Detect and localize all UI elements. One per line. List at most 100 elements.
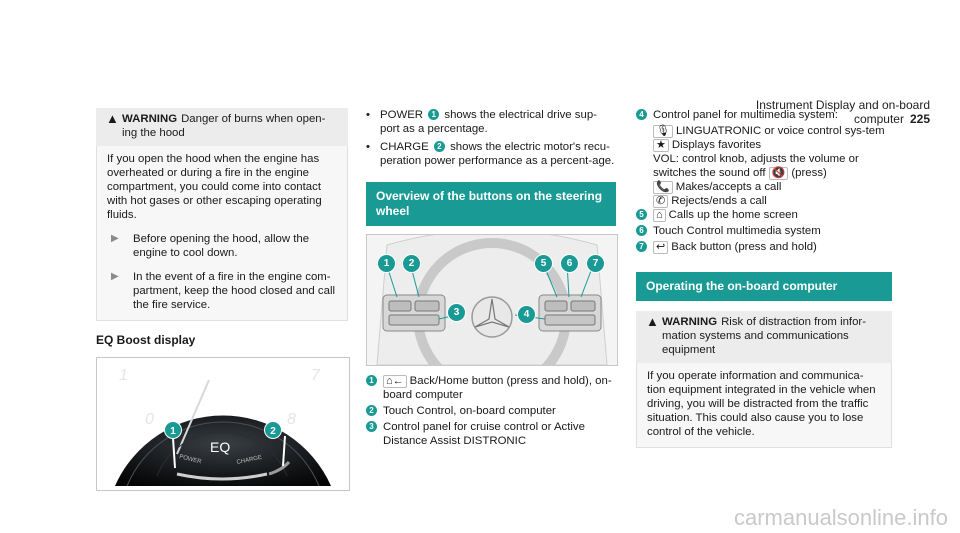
legend-number: 7 [636,241,647,252]
section-title-steering-overview: Overview of the buttons on the steering … [366,182,616,226]
warning-text: If you operate information and communica… [647,370,876,438]
column-2: • POWER 1 shows the electrical drive sup… [366,108,618,450]
warning-label: WARNING [122,113,178,125]
step-arrow-icon: ▶ [111,233,119,244]
steering-wheel-image: 1 2 3 4 5 6 7 [366,234,618,366]
eq-boost-gauge-image: 1 7 0 8 EQ POWER CHARGE 1 2 [96,357,350,491]
subline-text: Displays favorites [671,139,762,151]
legend-item: 7 ↩Back button (press and hold) [636,240,892,254]
gauge-needle [176,379,210,455]
section-title-eq-boost: EQ Boost display [96,333,196,347]
gauge-charge-label: CHARGE [236,455,262,466]
home-icon: ⌂ [653,209,666,222]
legend-number: 6 [636,225,647,236]
step-arrow-icon: ▶ [111,271,119,282]
right-control-panel [538,294,602,332]
bullet-term: POWER [380,109,424,121]
legend-number: 2 [366,405,377,416]
legend-item: 3 Control panel for cruise control or Ac… [366,420,616,448]
warning-body: If you open the hood when the engine has… [96,146,348,321]
legend-text: Touch Control multimedia system [653,225,821,237]
section-title-operating: Operating the on-board computer [636,272,892,301]
legend-number: 1 [366,375,377,386]
gauge-callout-2: 2 [270,426,276,437]
gauge-tick-7: 7 [311,367,321,384]
wheel-svg [367,235,617,365]
warning-body: If you operate information and communica… [636,363,892,448]
page-number: 225 [909,112,930,126]
warning-title: Risk of distraction from infor-mation sy… [662,316,867,356]
mercedes-star-icon [471,296,513,338]
legend-subline: 🎙LINGUATRONIC or voice control sys-tem [653,124,892,138]
subline-text: LINGUATRONIC or voice control sys-tem [675,125,885,137]
bullet-dot-icon: • [366,141,370,153]
legend-sublines: 🎙LINGUATRONIC or voice control sys-tem ★… [636,124,892,208]
wheel-callout-6: 6 [560,254,579,273]
bullet-text: shows the electric motor's recu-peration… [380,141,615,167]
legend-text: Back/Home button (press and hold), on-bo… [383,375,612,401]
legend-text: Control panel for multimedia system: [653,109,838,121]
warning-text: If you open the hood when the engine has… [107,153,322,221]
legend-number: 3 [366,421,377,432]
warning-triangle-icon: ▲ [646,314,659,329]
gauge-power-label: POWER [179,454,203,465]
legend-subline: VOL: control knob, adjusts the volume or… [653,152,892,180]
gauge-callout-1: 1 [170,426,176,437]
gauge-eq-logo: EQ [210,439,230,455]
column-3: 4 Control panel for multimedia system: 🎙… [636,108,892,448]
legend-item: 5 ⌂Calls up the home screen [636,208,892,222]
wheel-legend-4-7: 4 Control panel for multimedia system: 🎙… [636,108,892,254]
legend-subline: ✆Rejects/ends a call [653,194,892,208]
callout-number: 2 [433,141,445,153]
gauge-tick-8: 8 [287,411,296,428]
step-text: Before opening the hood, allow the engin… [133,233,310,259]
warning-label: WARNING [662,316,718,328]
phone-reject-icon: ✆ [653,195,669,208]
legend-subline: ★Displays favorites [653,138,892,152]
watermark-site: carmanualsonline.info [733,505,948,530]
mute-icon: 🔇 [768,167,789,180]
bullet-term: CHARGE [380,141,429,153]
legend-number: 5 [636,209,647,220]
page-header: Instrument Display and on-board computer… [700,98,930,126]
warning-step: ▶ In the event of a fire in the engine c… [107,270,337,312]
wheel-callout-2: 2 [402,254,421,273]
callout-number: 1 [428,109,440,121]
legend-item: 1 ⌂←Back/Home button (press and hold), o… [366,374,616,402]
subline-text: Makes/accepts a call [675,181,782,193]
left-control-panel [382,294,446,332]
subline-text: Rejects/ends a call [671,195,767,207]
legend-text: Control panel for cruise control or Acti… [383,421,585,447]
wheel-callout-1: 1 [377,254,396,273]
back-home-icon: ⌂← [383,375,407,388]
warning-triangle-icon: ▲ [106,111,119,126]
subline-text: VOL: control knob, adjusts the volume or… [653,153,859,179]
legend-text: Back button (press and hold) [671,241,817,253]
legend-item: 4 Control panel for multimedia system: [636,108,892,122]
favorites-star-icon: ★ [653,139,669,152]
bullet-dot-icon: • [366,109,370,121]
step-text: In the event of a fire in the engine com… [133,271,336,311]
bullet-text: shows the electrical drive sup-port as a… [380,109,597,135]
phone-accept-icon: 📞 [653,181,673,194]
gauge-tick-1: 1 [119,367,128,384]
legend-number: 4 [636,109,647,120]
wheel-callout-4: 4 [517,305,536,324]
power-charge-bullets: • POWER 1 shows the electrical drive sup… [366,108,616,168]
mute-tail: (press) [791,167,827,179]
gauge-svg: 1 7 0 8 EQ POWER CHARGE 1 2 [101,362,345,487]
back-icon: ↩ [653,241,669,254]
wheel-callout-7: 7 [586,254,605,273]
legend-item: 2 Touch Control, on-board computer [366,404,616,418]
warning-step: ▶ Before opening the hood, allow the eng… [107,232,337,260]
header-title: Instrument Display and on-board computer [755,98,930,126]
wheel-legend-1-3: 1 ⌂←Back/Home button (press and hold), o… [366,374,616,448]
legend-subline: 📞Makes/accepts a call [653,180,892,194]
wheel-callout-3: 3 [447,303,466,322]
wheel-callout-5: 5 [534,254,553,273]
legend-text: Touch Control, on-board computer [383,405,556,417]
